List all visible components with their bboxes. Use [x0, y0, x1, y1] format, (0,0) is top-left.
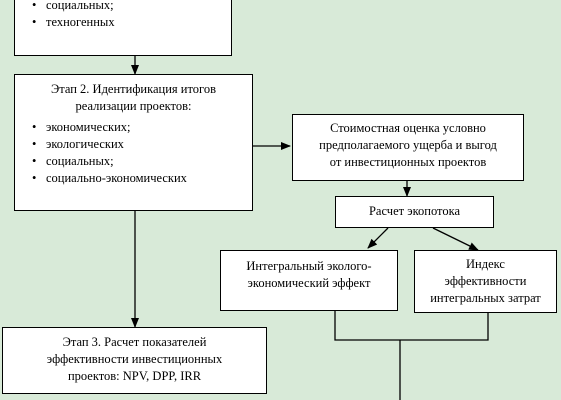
efficiency-index-box: Индекс эффективности интегральных затрат [414, 250, 557, 313]
stage2-title: Этап 2. Идентификация итогов реализации … [50, 82, 217, 113]
stage3-text: Этап 3. Расчет показателей эффективности… [46, 335, 223, 383]
arrow-eco-flow-to-efficiency-index [432, 227, 479, 251]
integral-effect-box: Интегральный эколого-экономический эффек… [220, 250, 398, 311]
list-item: техногенных [26, 14, 231, 31]
efficiency-index-text: Индекс эффективности интегральных затрат [430, 257, 541, 305]
eco-flow-text: Расчет экопотока [368, 204, 461, 218]
list-item: социально-экономических [26, 170, 252, 187]
cost-estimate-text: Стоимостная оценка условно предполагаемо… [319, 121, 497, 169]
stage2-list: экономических; экологических социальных;… [15, 117, 252, 187]
stage1-list: социальных; техногенных [15, 0, 231, 31]
arrow-eco-flow-to-integral-effect [367, 227, 389, 249]
merge-bracket [334, 310, 489, 341]
integral-effect-text: Интегральный эколого-экономический эффек… [246, 259, 372, 290]
eco-flow-box: Расчет экопотока [335, 196, 494, 228]
stage2-box: Этап 2. Идентификация итогов реализации … [14, 74, 253, 211]
list-item: социальных; [26, 153, 252, 170]
stage3-box: Этап 3. Расчет показателей эффективности… [2, 327, 267, 394]
list-item: экологических [26, 136, 252, 153]
list-item: экономических; [26, 119, 252, 136]
stage1-box: социальных; техногенных [14, 0, 232, 56]
list-item: социальных; [26, 0, 231, 14]
cost-estimate-box: Стоимостная оценка условно предполагаемо… [292, 114, 524, 181]
